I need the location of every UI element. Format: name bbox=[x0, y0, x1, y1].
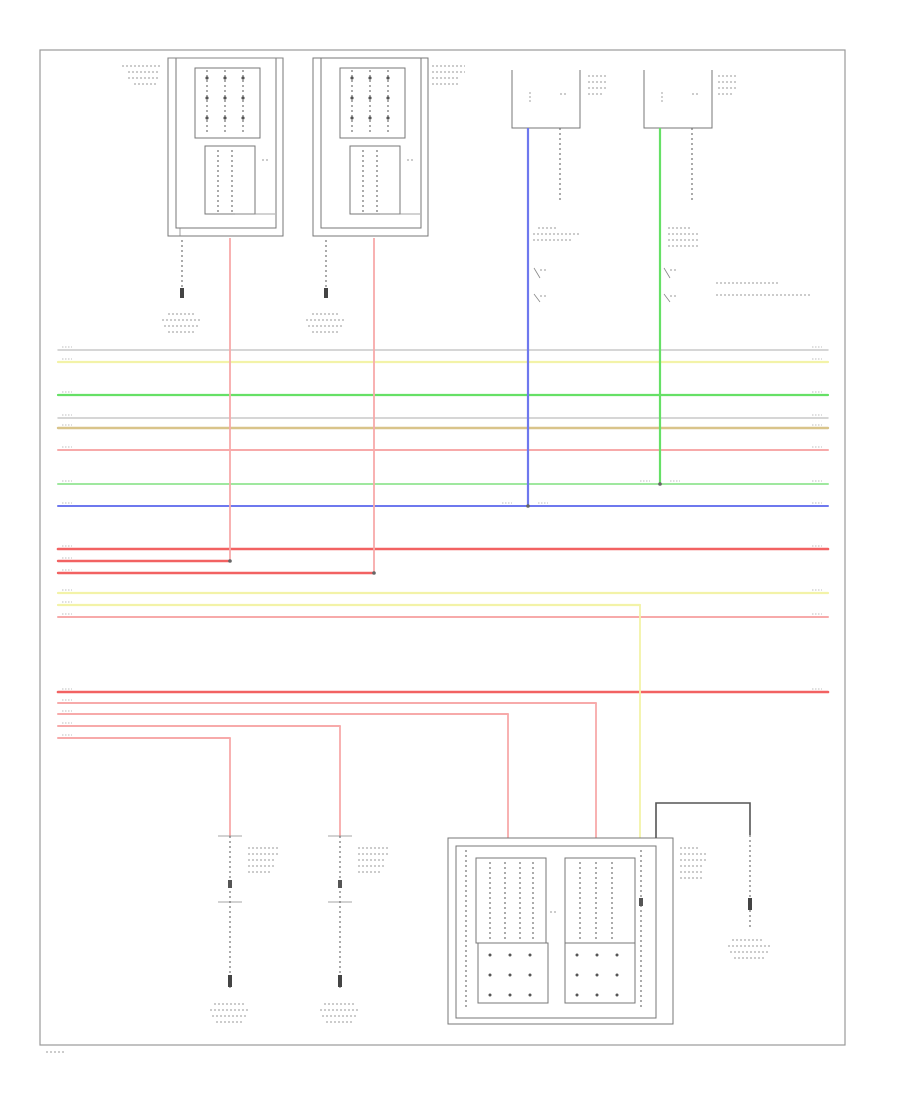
bottom-second-sensor bbox=[328, 835, 390, 990]
legend bbox=[716, 282, 812, 296]
splice-dot bbox=[228, 559, 232, 563]
top-second-sensor bbox=[312, 57, 465, 237]
top-left-sensor bbox=[122, 57, 284, 237]
ground-1 bbox=[162, 240, 202, 333]
top-right-switch-b bbox=[643, 70, 738, 129]
pin-grid bbox=[205, 70, 245, 135]
ground-3 bbox=[210, 1003, 250, 1023]
ground-5 bbox=[655, 802, 772, 959]
bus-wires bbox=[56, 346, 830, 739]
bottom-left-sensor bbox=[218, 835, 280, 990]
bottom-control-module bbox=[447, 837, 674, 1025]
splice-dot bbox=[526, 504, 530, 508]
ground-2 bbox=[306, 240, 346, 333]
splice-dot bbox=[658, 482, 662, 486]
top-right-switch-a bbox=[511, 70, 608, 129]
ground-4 bbox=[320, 1003, 360, 1023]
drop-wires bbox=[228, 128, 680, 838]
splice-dot bbox=[372, 571, 376, 575]
switch-connector-labels bbox=[533, 227, 700, 303]
diagram-frame bbox=[39, 49, 846, 1046]
